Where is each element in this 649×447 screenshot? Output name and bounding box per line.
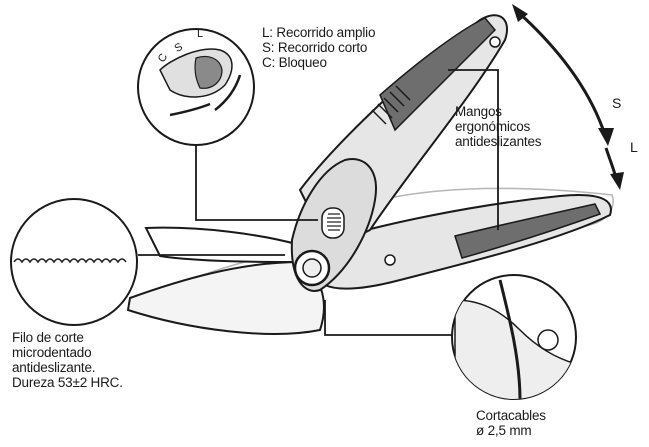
blade-label: Filo de corte microdentado antideslizant…: [12, 330, 123, 390]
arc-letter-long: L: [630, 139, 638, 155]
blade-label-line: Filo de corte: [12, 330, 123, 345]
cable-label: Cortacables ø 2,5 mm: [476, 408, 546, 438]
handles-label-line: Mangos: [455, 104, 541, 119]
cable-label-line: Cortacables: [476, 408, 546, 423]
blade-label-line: microdentado: [12, 345, 123, 360]
selector-switch: [322, 208, 344, 238]
mode-legend-item-s: S: Recorrido corto: [262, 40, 375, 55]
blade-label-line: antideslizante.: [12, 360, 123, 375]
mode-legend: L: Recorrido amplio S: Recorrido corto C…: [262, 25, 375, 70]
arc-letter-short: S: [612, 95, 621, 111]
blade-label-line: Dureza 53±2 HRC.: [12, 375, 123, 390]
selector-letter-l: L: [197, 28, 203, 40]
upper-blade: [146, 228, 310, 262]
handles-label-line: antideslizantes: [455, 134, 541, 149]
mode-legend-item-l: L: Recorrido amplio: [262, 25, 375, 40]
mode-legend-item-c: C: Bloqueo: [262, 55, 375, 70]
cable-label-line: ø 2,5 mm: [476, 423, 546, 438]
handles-label-line: ergonómicos: [455, 119, 541, 134]
handles-label: Mangos ergonómicos antideslizantes: [455, 104, 541, 149]
